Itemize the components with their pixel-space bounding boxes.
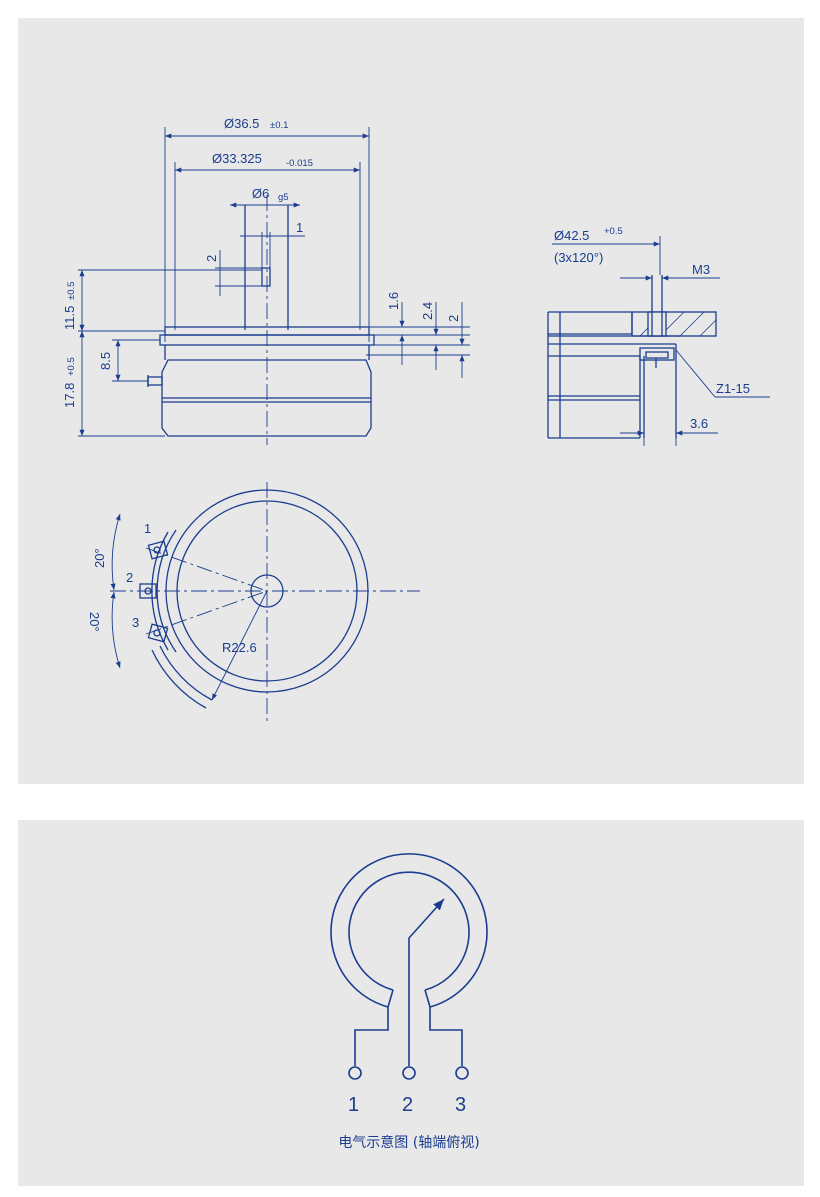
pin-3-label: 3 xyxy=(132,615,139,630)
pin-2-label: 2 xyxy=(126,570,133,585)
side-view xyxy=(78,127,470,445)
pin-1-label: 1 xyxy=(144,521,151,536)
dim-diameter-6-tol: g5 xyxy=(278,192,289,203)
dim-height-2-4: 2.4 xyxy=(420,302,435,320)
dim-height-2: 2 xyxy=(446,315,461,322)
dim-diameter-42-5: Ø42.5 xyxy=(554,228,589,243)
dim-diameter-33-325-tol: -0.015 xyxy=(286,158,313,169)
top-view xyxy=(110,482,420,722)
dim-diameter-6: Ø6 xyxy=(252,186,269,201)
dim-diameter-42-5-tol: +0.5 xyxy=(604,226,623,237)
dim-height-11-5-tol: ±0.5 xyxy=(66,282,77,300)
dim-height-8-5: 8.5 xyxy=(98,352,113,370)
dim-diameter-36-5: Ø36.5 xyxy=(224,116,259,131)
dim-radius: R22.6 xyxy=(222,640,257,655)
dim-angle-20-top: 20° xyxy=(92,548,107,568)
electrical-schematic-panel xyxy=(18,820,804,1186)
section-view xyxy=(547,236,770,446)
mechanical-drawing-panel xyxy=(18,18,804,784)
dim-height-1-6: 1.6 xyxy=(386,292,401,310)
dim-3-6: 3.6 xyxy=(690,416,708,431)
dim-angle-20-bottom: 20° xyxy=(87,612,102,632)
potentiometer-symbol xyxy=(330,853,488,1080)
terminal-1: 1 xyxy=(348,1094,359,1116)
dim-thread-m3: M3 xyxy=(692,262,710,277)
dim-diameter-33-325: Ø33.325 xyxy=(212,151,262,166)
dim-height-17-8: 17.8 xyxy=(62,383,77,408)
schematic-caption: 电气示意图 (轴端俯视) xyxy=(338,1134,479,1151)
terminal-3: 3 xyxy=(455,1094,466,1116)
dim-height-11-5: 11.5 xyxy=(62,306,77,330)
terminal-2: 2 xyxy=(402,1094,413,1116)
dim-angle-note: (3x120°) xyxy=(554,250,603,265)
dim-2-shaft: 2 xyxy=(204,255,219,262)
dim-diameter-36-5-tol: ±0.1 xyxy=(270,120,288,131)
dim-height-17-8-tol: +0.5 xyxy=(66,357,77,376)
dim-1: 1 xyxy=(296,220,303,235)
part-label: Z1-15 xyxy=(716,381,750,396)
